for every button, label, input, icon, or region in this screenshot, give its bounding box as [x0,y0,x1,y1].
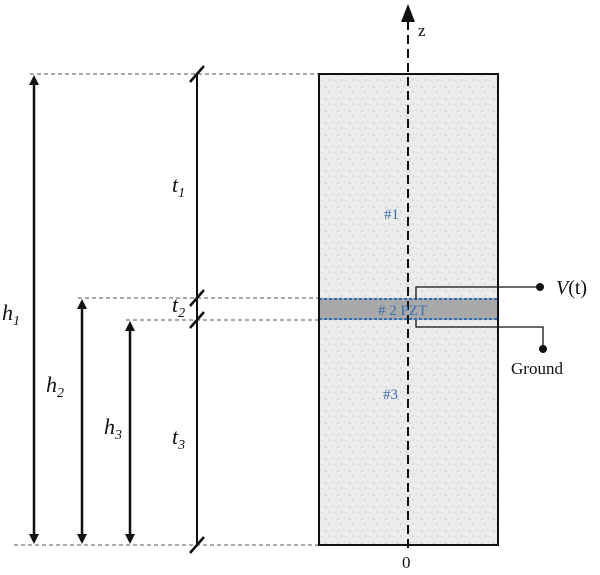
layer-1-label: #1 [384,207,399,223]
h1-label: h1 [2,300,20,329]
t3-label: t3 [172,424,185,453]
h2-label: h2 [46,372,64,401]
layer-3-label: #3 [383,387,398,403]
voltage-terminal-icon [536,283,544,291]
ground-wire [415,320,544,347]
ground-label: Ground [511,359,563,378]
voltage-label: V(t) [556,277,587,299]
electrode-wiring [415,286,544,347]
z-axis-label: z [418,21,426,40]
h3-label: h3 [104,414,122,443]
layer-2-label: # 2 PZT [378,303,427,319]
z-axis-arrow-icon [401,4,415,22]
origin-label: 0 [402,553,411,572]
voltage-wire [415,286,538,299]
t1-label: t1 [172,172,185,201]
ground-terminal-icon [539,345,547,353]
reference-lines [14,73,318,546]
t2-label: t2 [172,292,185,321]
thickness-ticks [189,65,205,554]
